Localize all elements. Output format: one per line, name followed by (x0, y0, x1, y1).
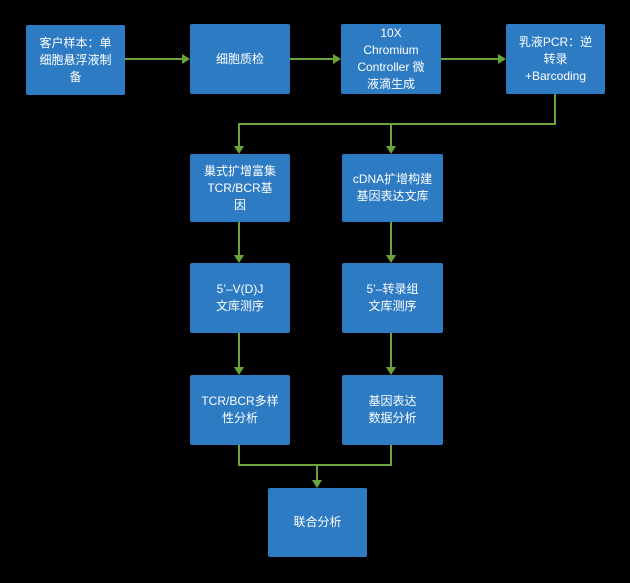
node-customer-sample-prep: 客户样本：单 细胞悬浮液制 备 (26, 25, 125, 95)
node-chromium-droplet-generation: 10X Chromium Controller 微 液滴生成 (341, 24, 441, 94)
arrowhead-down-icon (234, 255, 244, 263)
node-cell-qc: 细胞质检 (190, 24, 290, 94)
connector-transcriptome-expression (390, 333, 392, 367)
node-vdj-library-sequencing: 5’–V(D)J 文库测序 (190, 263, 290, 333)
arrowhead-right-icon (333, 54, 341, 64)
connector-branch-left-drop (238, 123, 240, 146)
node-tcr-bcr-diversity-analysis: TCR/BCR多样 性分析 (190, 375, 290, 445)
connector-vdj-diversity (238, 333, 240, 367)
connector-chromium-emulsionpcr (441, 58, 498, 60)
connector-merge-horizontal (238, 464, 392, 466)
node-nested-amplification-tcr-bcr: 巢式扩增富集 TCR/BCR基 因 (190, 154, 290, 222)
connector-branch-right-drop (390, 123, 392, 146)
arrowhead-down-icon (312, 480, 322, 488)
arrowhead-down-icon (386, 255, 396, 263)
node-emulsion-pcr-barcoding: 乳液PCR：逆 转录 +Barcoding (506, 24, 605, 94)
connector-sampleprep-cellqc (125, 58, 182, 60)
connector-emulsionpcr-down (554, 94, 556, 124)
connector-branch-horizontal (238, 123, 556, 125)
arrowhead-right-icon (182, 54, 190, 64)
arrowhead-down-icon (234, 367, 244, 375)
node-transcriptome-library-sequencing: 5’–转录组 文库测序 (342, 263, 443, 333)
arrowhead-down-icon (386, 367, 396, 375)
arrowhead-down-icon (234, 146, 244, 154)
connector-expression-down (390, 445, 392, 466)
connector-nested-vdj (238, 222, 240, 255)
node-cdna-amplification-library: cDNA扩增构建 基因表达文库 (342, 154, 443, 222)
connector-cdna-transcriptome (390, 222, 392, 255)
connector-merge-drop (316, 464, 318, 481)
arrowhead-right-icon (498, 54, 506, 64)
connector-cellqc-chromium (290, 58, 333, 60)
arrowhead-down-icon (386, 146, 396, 154)
node-gene-expression-analysis: 基因表达 数据分析 (342, 375, 443, 445)
connector-diversity-down (238, 445, 240, 466)
node-joint-analysis: 联合分析 (268, 488, 367, 557)
